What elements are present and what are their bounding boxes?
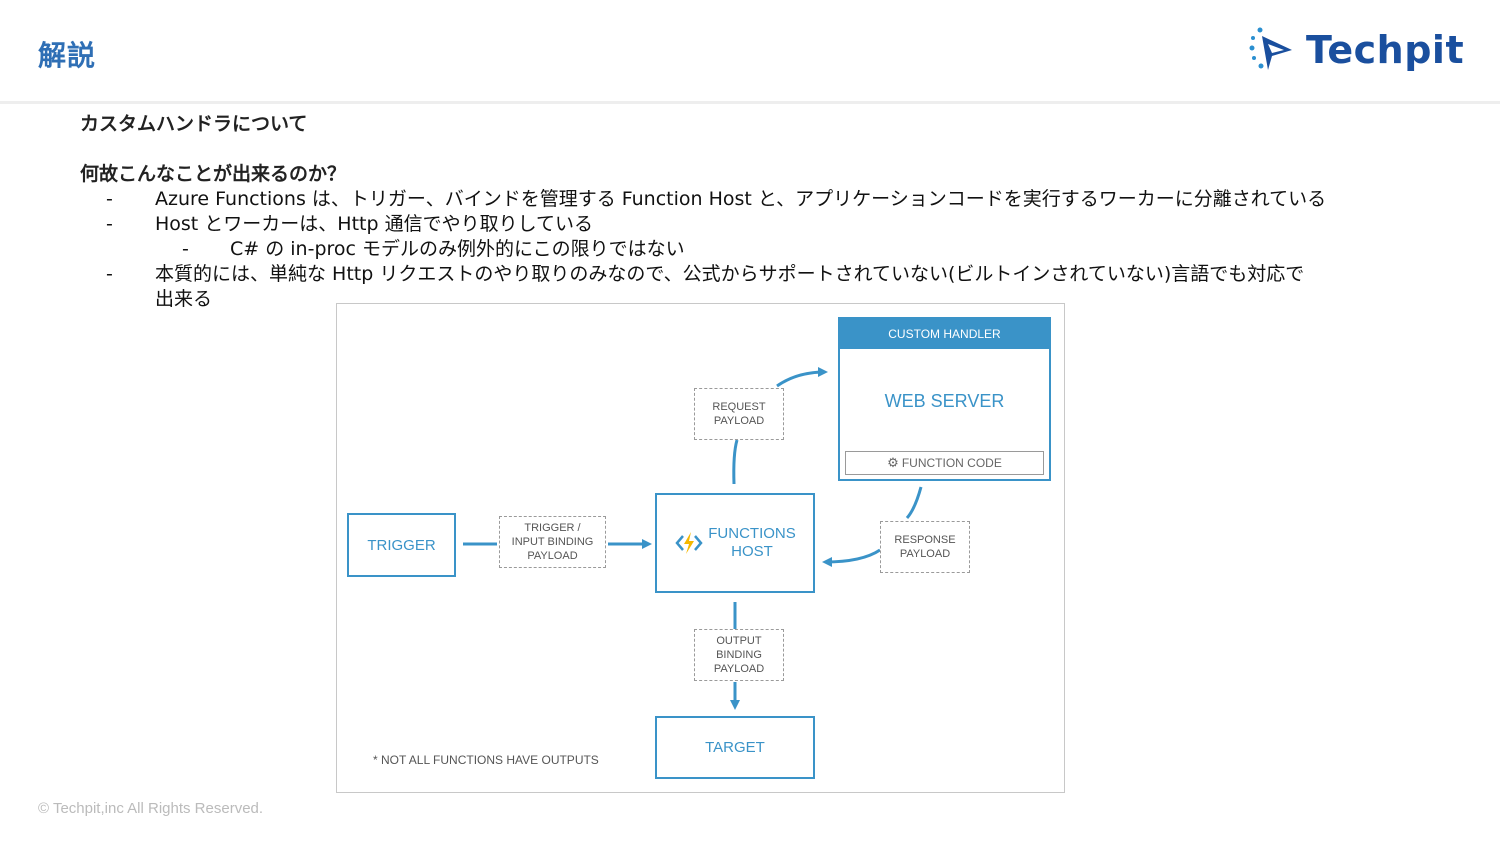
header-divider [0,101,1500,104]
bullet-item: - 本質的には、単純な Http リクエストのやり取りのみなので、公式からサポー… [80,262,1420,287]
functions-host-box: FUNCTIONS HOST [655,493,815,593]
techpit-logo-icon [1249,27,1292,70]
bullet-dash: - [106,263,113,285]
logo-text: Techpit [1306,28,1465,72]
sub-bullet-item: - C# の in-proc モデルのみ例外的にこの限りではない [80,237,1420,262]
outputs-note: * NOT ALL FUNCTIONS HAVE OUTPUTS [373,753,599,767]
response-to-host-arrow [822,548,881,567]
copyright-footer: © Techpit,inc All Rights Reserved. [38,800,264,817]
azure-functions-icon [675,532,703,554]
target-box: TARGET [655,716,815,779]
bullet-text: Azure Functions は、トリガー、バインドを管理する Functio… [155,188,1327,210]
function-code-box: ⚙ FUNCTION CODE [845,451,1044,475]
bullet-text: 出来る [155,288,213,310]
output-binding-payload: OUTPUT BINDING PAYLOAD [694,629,784,681]
web-server-label: WEB SERVER [884,391,1005,411]
bullet-continuation: 出来る [80,287,1420,312]
custom-handler-header: CUSTOM HANDLER [840,319,1049,349]
bullet-text: 本質的には、単純な Http リクエストのやり取りのみなので、公式からサポートさ… [155,263,1305,285]
bullet-text: Host とワーカーは、Http 通信でやり取りしている [155,213,594,235]
webserver-to-response-line [905,486,923,519]
function-code-label: FUNCTION CODE [901,456,1002,470]
bullet-item: - Azure Functions は、トリガー、バインドを管理する Funct… [80,187,1420,212]
bullet-item: - Host とワーカーは、Http 通信でやり取りしている [80,212,1420,237]
techpit-logo: Techpit [1248,24,1464,80]
section-heading: カスタムハンドラについて [80,113,308,135]
bullet-dash: - [106,213,113,235]
slide-body: カスタムハンドラについて 何故こんなことが出来るのか？ - Azure Func… [80,112,1420,312]
bullet-dash: - [106,188,113,210]
response-payload: RESPONSE PAYLOAD [880,521,970,573]
custom-handler-box: CUSTOM HANDLER WEB SERVER ⚙ FUNCTION COD… [838,317,1051,481]
bullet-text: C# の in-proc モデルのみ例外的にこの限りではない [230,238,685,260]
custom-handler-diagram: CUSTOM HANDLER WEB SERVER ⚙ FUNCTION COD… [336,303,1065,793]
request-payload: REQUEST PAYLOAD [694,388,784,440]
gear-icon: ⚙ [887,455,899,470]
diagram-arrows [463,367,923,710]
bullet-dash: - [182,238,189,260]
trigger-box: TRIGGER [347,513,456,577]
request-to-webserver-arrow [776,367,828,388]
functions-host-label: FUNCTIONS HOST [708,525,796,560]
page-title: 解説 [38,39,97,72]
question-heading: 何故こんなことが出来るのか？ [80,163,347,185]
trigger-input-payload: TRIGGER / INPUT BINDING PAYLOAD [499,516,606,568]
host-to-request-line [732,439,739,485]
